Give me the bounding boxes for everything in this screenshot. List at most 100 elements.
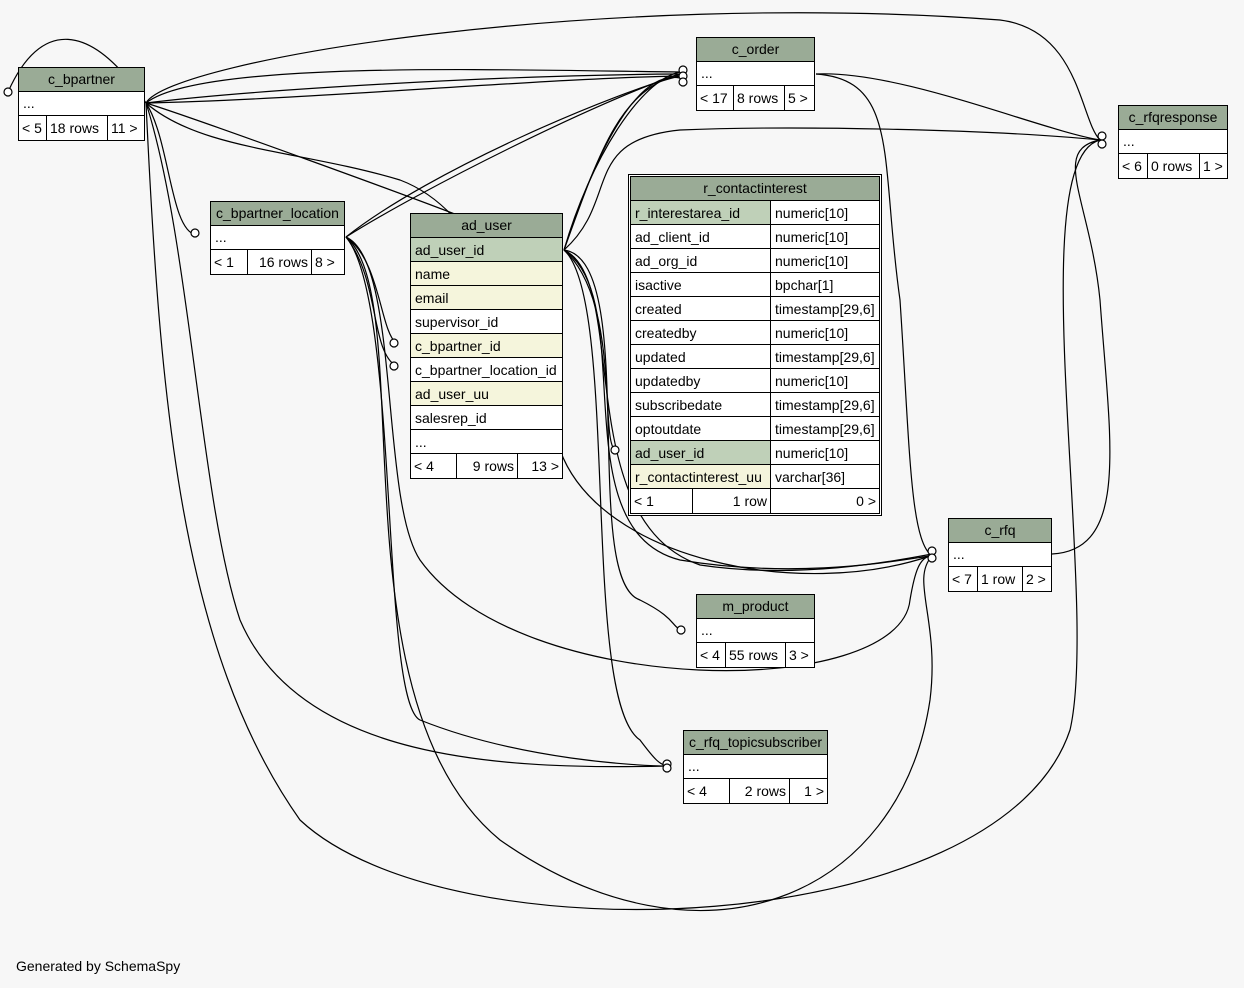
column-name: r_interestarea_id <box>631 201 771 224</box>
parents-count[interactable]: < 4 <box>411 454 457 478</box>
rel-line <box>145 68 681 104</box>
rel-line <box>563 249 616 451</box>
children-count[interactable]: 1 > <box>1203 158 1223 174</box>
table-c-order[interactable]: c_order ... < 17 8 rows 5 > <box>696 37 815 111</box>
table-title: c_bpartner <box>19 68 144 92</box>
rel-line <box>815 73 933 557</box>
rel-line <box>145 12 1101 141</box>
column-name: ad_client_id <box>631 225 771 248</box>
table-title: c_rfqresponse <box>1119 106 1227 130</box>
table-c-rfqresponse[interactable]: c_rfqresponse ... < 6 0 rows 1 > <box>1118 105 1228 179</box>
table-body: ... <box>19 92 144 116</box>
children-count[interactable]: 1 > <box>804 783 824 799</box>
relationship-end-marker <box>927 553 937 563</box>
column-type: numeric[10] <box>775 253 849 269</box>
table-c-rfq[interactable]: c_rfq ... < 7 1 row 2 > <box>948 518 1052 592</box>
column-name: r_contactinterest_uu <box>631 465 771 488</box>
relationship-end-marker <box>1097 131 1107 141</box>
generated-by-note: Generated by SchemaSpy <box>16 958 181 974</box>
rel-line <box>815 73 1101 141</box>
table-title: c_rfq <box>949 519 1051 543</box>
table-footer: < 6 0 rows 1 > <box>1119 154 1227 178</box>
column-type: numeric[10] <box>775 373 849 389</box>
children-count[interactable]: 8 > <box>315 254 335 270</box>
column-row: name <box>411 262 562 286</box>
parents-count[interactable]: < 4 <box>684 779 730 803</box>
table-title: c_bpartner_location <box>211 202 344 226</box>
relationship-end-marker <box>389 361 399 371</box>
table-footer: < 1 16 rows 8 > <box>211 250 344 274</box>
column-name: updated <box>631 345 771 368</box>
column-type: bpchar[1] <box>775 277 834 293</box>
column-row: ... <box>411 430 562 454</box>
row-count: 8 rows <box>734 86 785 110</box>
column-name: email <box>415 290 449 306</box>
column-name: ... <box>415 434 427 450</box>
relationship-end-marker <box>190 228 200 238</box>
rel-line <box>145 73 681 104</box>
children-count[interactable]: 5 > <box>788 90 808 106</box>
parents-count[interactable]: < 1 <box>211 250 248 274</box>
table-footer: < 7 1 row 2 > <box>949 567 1051 591</box>
parents-count[interactable]: < 17 <box>697 86 734 110</box>
row-count: 16 rows <box>248 250 312 274</box>
children-count[interactable]: 0 > <box>856 493 876 509</box>
rel-line <box>345 236 397 367</box>
rel-line <box>145 102 669 768</box>
column-name: subscribedate <box>631 393 771 416</box>
children-count[interactable]: 11 > <box>111 120 138 136</box>
column-type: numeric[10] <box>775 205 849 221</box>
column-type: timestamp[29,6] <box>775 421 875 437</box>
relationship-end-marker <box>1097 139 1107 149</box>
children-count[interactable]: 3 > <box>789 647 809 663</box>
column-name: isactive <box>631 273 771 296</box>
parents-count[interactable]: < 4 <box>697 643 726 667</box>
row-count: 0 rows <box>1148 154 1200 178</box>
table-c-bpartner-location[interactable]: c_bpartner_location ... < 1 16 rows 8 > <box>210 201 345 275</box>
relationship-end-marker <box>3 87 13 97</box>
parents-count[interactable]: < 7 <box>949 567 978 591</box>
column-name: updatedby <box>631 369 771 392</box>
column-name: optoutdate <box>631 417 771 440</box>
column-type: numeric[10] <box>775 325 849 341</box>
row-count: 18 rows <box>47 116 108 140</box>
relationship-end-marker <box>610 445 620 455</box>
column-row: supervisor_id <box>411 310 562 334</box>
column-type: varchar[36] <box>775 469 846 485</box>
table-ad-user[interactable]: ad_user ad_user_id name email supervisor… <box>410 213 563 479</box>
children-count[interactable]: 2 > <box>1026 571 1046 587</box>
row-count: 1 row <box>978 567 1023 591</box>
rel-line <box>145 102 471 221</box>
column-row: ad_user_uu <box>411 382 562 406</box>
rel-line <box>145 102 1101 910</box>
children-count[interactable]: 13 > <box>531 458 559 474</box>
column-name: ad_user_id <box>415 242 485 258</box>
rel-line <box>563 76 681 251</box>
table-c-rfq-topicsubscriber[interactable]: c_rfq_topicsubscriber ... < 4 2 rows 1 > <box>683 730 828 804</box>
table-c-bpartner[interactable]: c_bpartner ... < 5 18 rows 11 > <box>18 67 145 141</box>
parents-count[interactable]: < 6 <box>1119 154 1148 178</box>
rel-line <box>345 75 681 238</box>
table-body: ... <box>697 62 814 86</box>
parents-count[interactable]: < 1 <box>631 489 693 513</box>
column-type: timestamp[29,6] <box>775 349 875 365</box>
table-m-product[interactable]: m_product ... < 4 55 rows 3 > <box>696 594 815 668</box>
parents-count[interactable]: < 5 <box>19 116 47 140</box>
table-body: ... <box>211 226 344 250</box>
column-name: name <box>415 266 451 282</box>
row-count: 2 rows <box>730 779 790 803</box>
rel-line <box>345 236 397 344</box>
table-body: ... <box>1119 130 1227 154</box>
column-type: timestamp[29,6] <box>775 301 875 317</box>
table-title: m_product <box>697 595 814 619</box>
